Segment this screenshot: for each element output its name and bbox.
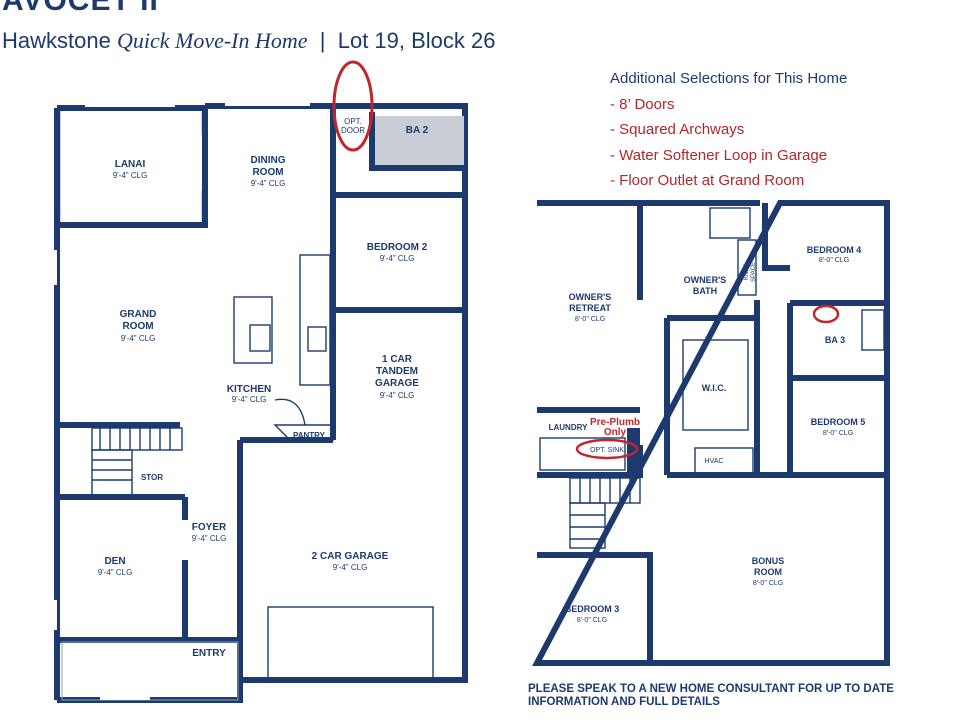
- owners-retreat-label: OWNER'S: [569, 292, 612, 302]
- lanai-clg: 9'-4" CLG: [113, 171, 148, 180]
- tandem-label: 1 CAR: [382, 354, 413, 365]
- bedroom4-clg: 8'-0" CLG: [819, 257, 849, 264]
- tandem-label-3: GARAGE: [375, 378, 419, 389]
- opt-sink-label: OPT. SINK: [590, 447, 624, 454]
- dining-label-2: ROOM: [252, 167, 283, 178]
- opt-door-label: OPT.: [344, 117, 362, 126]
- bedroom3-wall: [537, 552, 653, 663]
- stairs-first: [91, 427, 183, 496]
- preplumb-label: Pre-Plumb: [590, 417, 640, 428]
- bonus-label: BONUS: [752, 556, 785, 566]
- second-floor-plan: OWNER'S RETREAT 8'-0" CLG OWNER'S BATH K…: [532, 200, 890, 666]
- kitchen-label: KITCHEN: [227, 384, 271, 395]
- hvac-label: HVAC: [705, 458, 724, 465]
- pantry-outline: [273, 424, 334, 441]
- kitchen-sink: [249, 324, 271, 352]
- ba2-wall: [369, 112, 465, 171]
- kitchen-clg: 9'-4" CLG: [232, 395, 267, 404]
- owners-retreat-clg: 8'-0" CLG: [575, 316, 605, 323]
- garage2-clg: 9'-4" CLG: [333, 563, 368, 572]
- bedroom2-clg: 9'-4" CLG: [380, 254, 415, 263]
- hvac-closet: [694, 447, 754, 475]
- owners-retreat-label-2: RETREAT: [569, 303, 611, 313]
- additional-selections: Additional Selections for This Home - 8’…: [610, 66, 847, 194]
- den-clg: 9'-4" CLG: [98, 568, 133, 577]
- ba3-highlight: [812, 304, 840, 324]
- ba3-walls: [787, 303, 887, 475]
- consultant-note: PLEASE SPEAK TO A NEW HOME CONSULTANT FO…: [528, 683, 894, 708]
- selection-item: - Floor Outlet at Grand Room: [610, 172, 805, 189]
- owners-bath-label-2: BATH: [693, 286, 717, 296]
- stor-label: STOR: [141, 473, 163, 482]
- dining-clg: 9'-4" CLG: [251, 179, 286, 188]
- laundry-counter: [539, 437, 626, 471]
- kitchen-counter: [299, 254, 331, 386]
- wic-shelf: [682, 339, 749, 431]
- opt-door-label-2: DOOR: [341, 126, 365, 135]
- garage-right-wall: [240, 310, 468, 683]
- bedroom2-label: BEDROOM 2: [367, 242, 428, 253]
- bedroom5-label: BEDROOM 5: [811, 417, 866, 427]
- grand-room-clg: 9'-4" CLG: [121, 334, 156, 343]
- window-gaps: [53, 102, 462, 700]
- foyer-label: FOYER: [192, 522, 227, 533]
- grand-room-label: GRAND: [120, 309, 157, 320]
- kitchen-range: [307, 326, 327, 352]
- laundry-label: LAUNDRY: [549, 423, 588, 432]
- owners-bath-label: OWNER'S: [684, 275, 727, 285]
- opt-sink-highlight: [575, 438, 639, 460]
- knee-label-2: SPACE: [751, 262, 757, 282]
- subtitle-separator: |: [319, 28, 326, 53]
- garage2-label: 2 CAR GARAGE: [312, 551, 389, 562]
- plan-subtitle: Hawkstone Quick Move-In Home | Lot 19, B…: [2, 28, 496, 54]
- selection-item: - Water Softener Loop in Garage: [610, 146, 828, 164]
- selection-item: - Squared Archways: [610, 121, 745, 138]
- entry-label: ENTRY: [192, 648, 226, 659]
- bedroom3-label: BEDROOM 3: [565, 604, 620, 614]
- note-line-2: INFORMATION AND FULL DETAILS: [528, 695, 720, 708]
- bonus-label-2: ROOM: [754, 567, 782, 577]
- ba3-tub: [861, 309, 885, 351]
- opt-door-highlight: [332, 60, 374, 152]
- plan-title: AVOCET II: [2, 0, 159, 17]
- shower: [709, 207, 751, 239]
- grand-room-label-2: ROOM: [122, 321, 153, 332]
- bedroom4-left-wall: [762, 203, 790, 271]
- second-outer-wall: [532, 200, 890, 666]
- bedroom5-clg: 8'-0" CLG: [823, 430, 853, 437]
- lanai-wall: [57, 106, 208, 228]
- pantry-door-swing: [274, 398, 306, 426]
- ba2-label: BA 2: [406, 125, 429, 136]
- note-line-1: PLEASE SPEAK TO A NEW HOME CONSULTANT FO…: [528, 683, 894, 695]
- first-floor-plan: LANAI 9'-4" CLG DINING ROOM 9'-4" CLG OP…: [53, 60, 468, 703]
- community-name: Hawkstone: [2, 28, 111, 53]
- lot-block: Lot 19, Block 26: [337, 28, 496, 53]
- preplumb-label-2: Only: [604, 427, 627, 438]
- garage-door: [267, 606, 434, 681]
- selections-heading: Additional Selections for This Home: [610, 70, 848, 87]
- selection-item: - 8’ Doors: [610, 95, 675, 113]
- foyer-clg: 9'-4" CLG: [192, 534, 227, 543]
- home-type: Quick Move-In Home: [116, 28, 308, 53]
- knee-space: [737, 239, 757, 296]
- kitchen-island: [233, 296, 273, 364]
- tandem-label-2: TANDEM: [376, 366, 418, 377]
- stairs-second: [569, 477, 641, 549]
- laundry-panel: [627, 428, 640, 472]
- ba3-label: BA 3: [825, 335, 845, 345]
- dining-label: DINING: [251, 155, 286, 166]
- ba2-floor: [372, 116, 464, 168]
- lanai-label: LANAI: [115, 159, 146, 170]
- knee-label: KNEE: [744, 264, 750, 280]
- bonus-clg: 8'-0" CLG: [753, 580, 783, 587]
- pantry-label: PANTRY: [293, 431, 326, 440]
- tandem-clg: 9'-4" CLG: [380, 391, 415, 400]
- bedroom4-label: BEDROOM 4: [807, 245, 862, 255]
- bedroom3-clg: 8'-0" CLG: [577, 617, 607, 624]
- wic-label: W.I.C.: [702, 383, 727, 393]
- den-label: DEN: [104, 556, 125, 567]
